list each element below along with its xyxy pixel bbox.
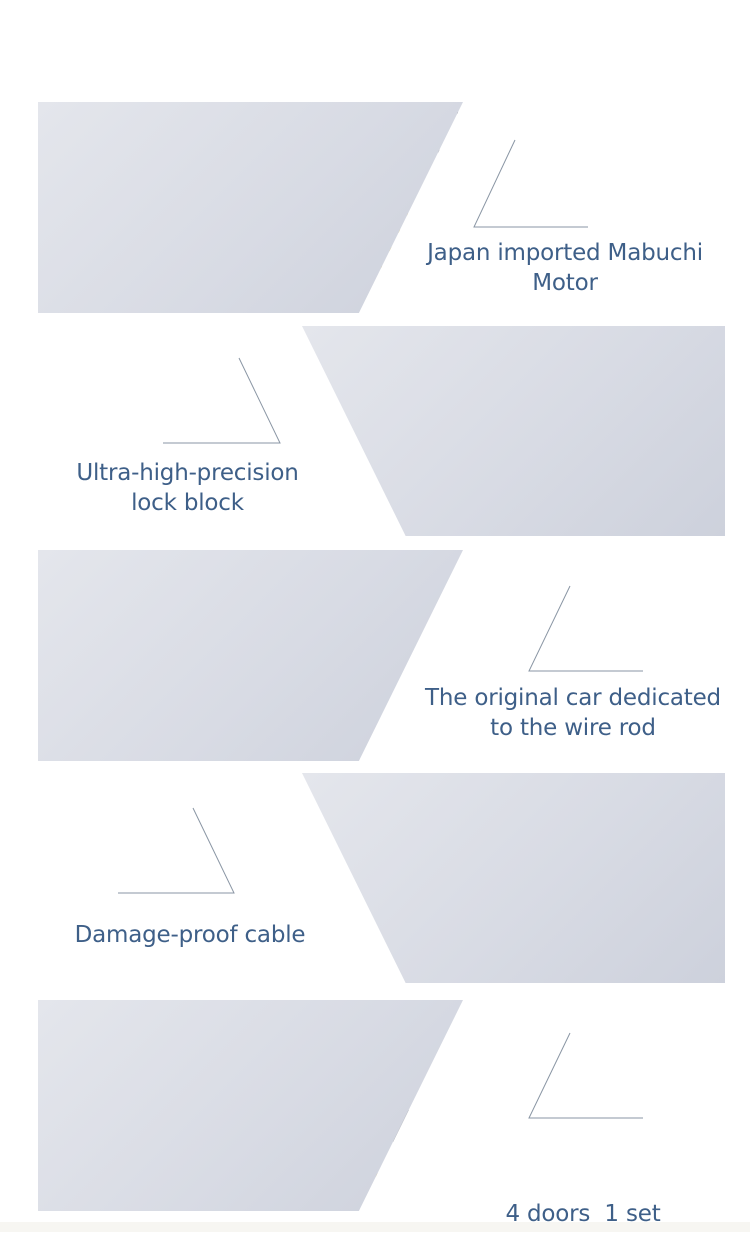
bottom-strip (0, 1222, 750, 1232)
motor-decorative-line (473, 139, 588, 228)
cable-decorative-line (118, 807, 235, 894)
cable-caption-line-1: Damage-proof cable (74, 922, 306, 948)
wire-rod-decorative-line (528, 585, 643, 672)
feature-motor-photo (38, 102, 463, 313)
lock-block-caption: Ultra-high-precision lock block (40, 458, 335, 518)
lock-block-caption-line-1: Ultra-high-precision (76, 460, 299, 486)
wire-rod-caption-line-2: to the wire rod (490, 715, 656, 741)
set-caption: 4 doors 1 set (433, 1139, 733, 1259)
set-decorative-line (528, 1032, 643, 1119)
motor-caption: Japan imported Mabuchi Motor (415, 238, 715, 298)
wire-rod-caption: The original car dedicated to the wire r… (418, 683, 728, 743)
cable-caption: Damage-proof cable (40, 920, 340, 950)
lock-block-decorative-line (163, 357, 281, 444)
wire-rod-caption-line-1: The original car dedicated (425, 685, 721, 711)
lock-block-caption-line-2: lock block (131, 490, 244, 516)
motor-caption-line-1: Japan imported Mabuchi (427, 240, 703, 266)
feature-set-photo (38, 1000, 463, 1211)
motor-caption-line-2: Motor (532, 270, 598, 296)
feature-wire-rod-photo (38, 550, 463, 761)
feature-lock-block-photo (302, 326, 725, 536)
feature-cable-photo (302, 773, 725, 983)
